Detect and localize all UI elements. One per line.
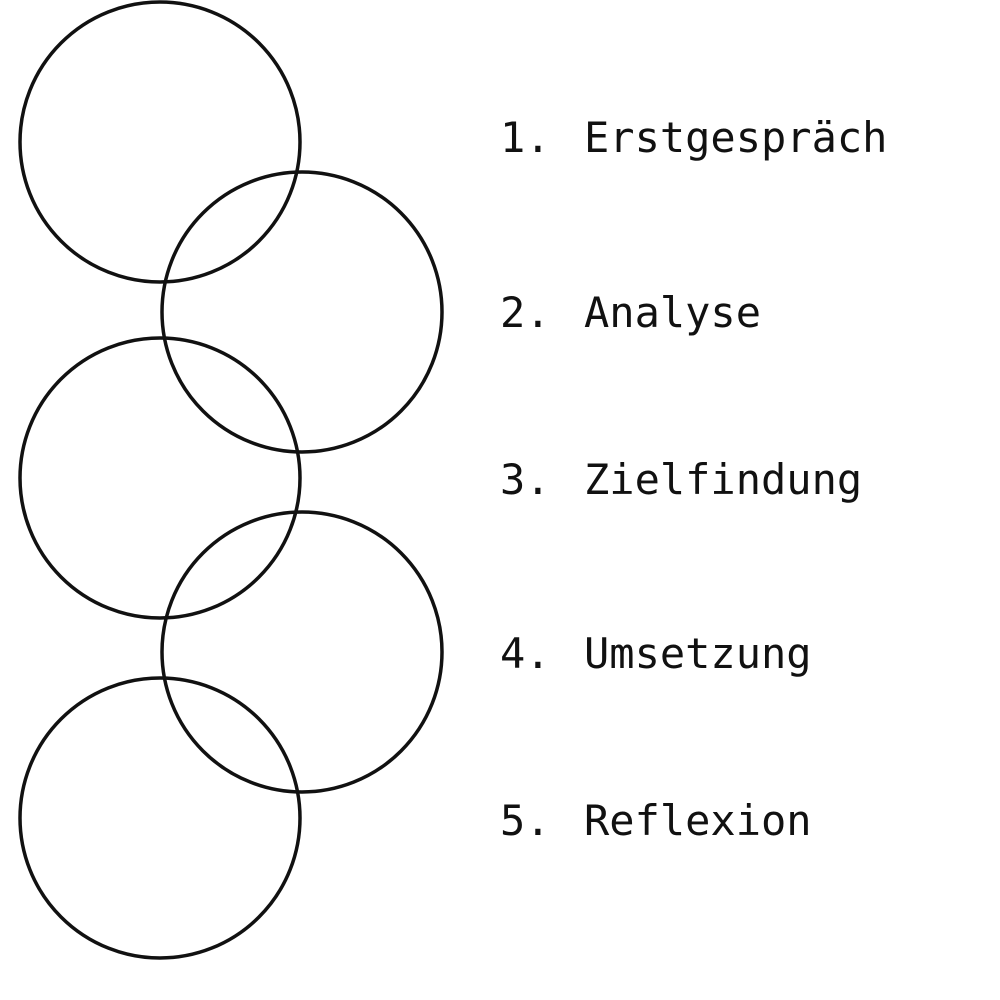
step-label-5: 5. Reflexion	[500, 796, 812, 845]
step-number-4: 4.	[500, 629, 551, 678]
ring-step-4	[160, 510, 444, 794]
ring-step-3	[18, 336, 302, 620]
ring-step-2	[160, 170, 444, 454]
step-text-1: Erstgespräch	[584, 113, 887, 162]
step-label-4: 4. Umsetzung	[500, 629, 812, 678]
step-number-5: 5.	[500, 796, 551, 845]
step-number-2: 2.	[500, 288, 551, 337]
step-text-2: Analyse	[584, 288, 761, 337]
ring-step-5	[18, 676, 302, 960]
ring-step-1	[18, 0, 302, 284]
step-text-3: Zielfindung	[584, 455, 862, 504]
step-labels: 1. Erstgespräch 2. Analyse 3. Zielfindun…	[500, 113, 887, 845]
step-text-4: Umsetzung	[584, 629, 812, 678]
ring-chain	[18, 0, 444, 960]
step-label-1: 1. Erstgespräch	[500, 113, 887, 162]
step-label-2: 2. Analyse	[500, 288, 761, 337]
step-number-3: 3.	[500, 455, 551, 504]
step-text-5: Reflexion	[584, 796, 812, 845]
step-number-1: 1.	[500, 113, 551, 162]
step-label-3: 3. Zielfindung	[500, 455, 862, 504]
